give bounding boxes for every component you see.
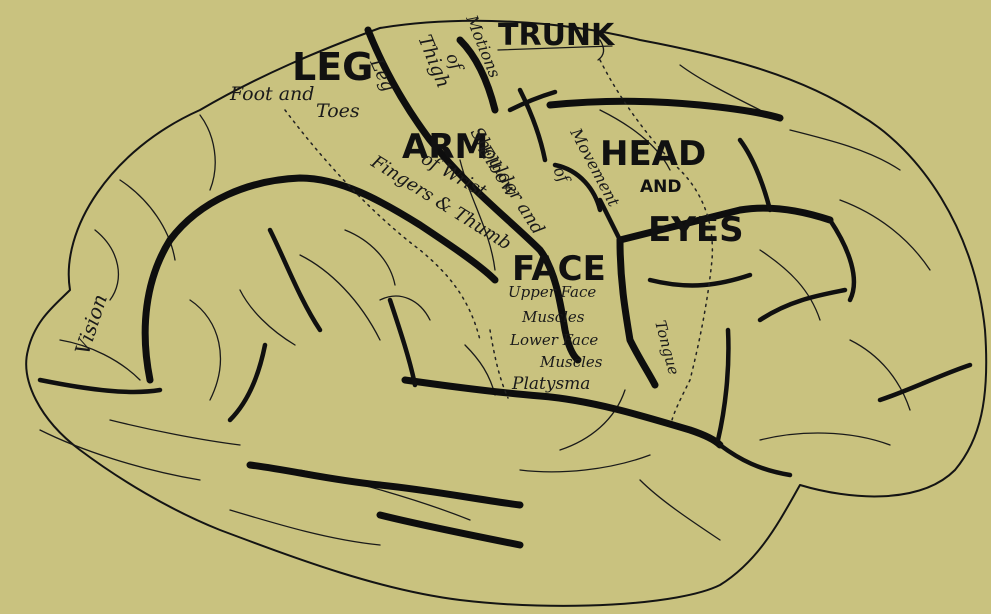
label-head: HEAD [600,134,706,174]
label-lower-face: Lower Face [509,331,598,349]
label-vision: Vision [70,291,112,357]
label-tongue: Tongue [651,318,683,377]
label-toes: Toes [316,100,360,122]
label-foot-and: Foot and [229,83,314,105]
label-muscles-lower: Muscles [539,353,603,371]
label-muscles-upper: Muscles [521,308,585,326]
label-of-movement: of [549,163,575,188]
label-eyes: EYES [648,210,744,250]
minor-sulci [40,40,930,545]
label-upper-face: Upper Face [508,283,596,301]
label-platysma: Platysma [511,374,590,394]
brain-outline [26,21,986,606]
major-sulci [40,30,970,545]
label-and: AND [640,177,682,197]
